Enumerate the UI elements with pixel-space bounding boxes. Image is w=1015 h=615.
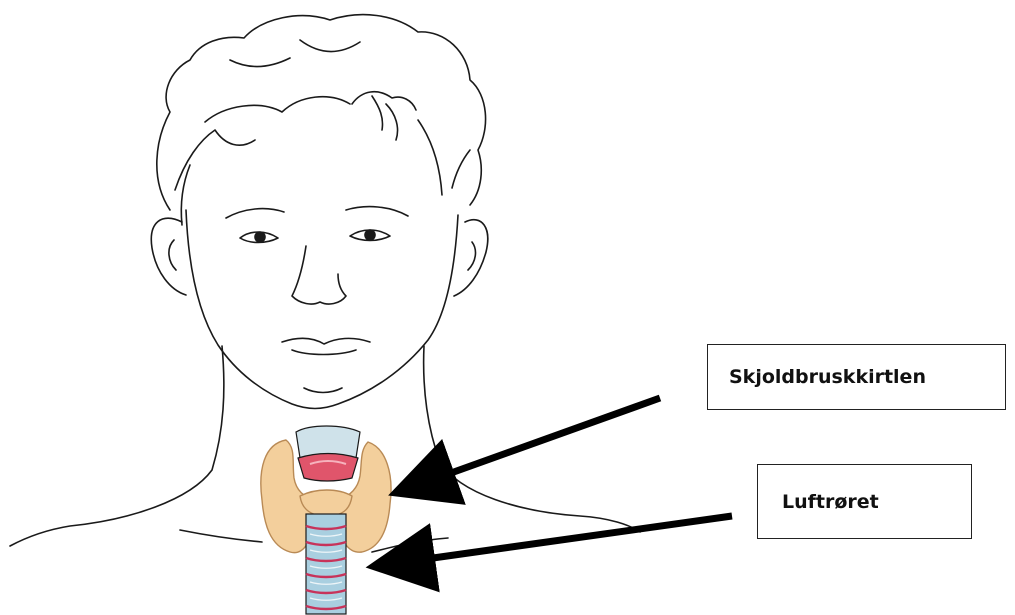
larynx <box>296 426 360 481</box>
trachea-label-box: Luftrøret <box>757 464 972 539</box>
thyroid-label-box: Skjoldbruskkirtlen <box>707 344 1006 410</box>
thyroid-pointer-arrow <box>398 398 660 492</box>
trachea-pointer-arrow <box>376 516 732 566</box>
ears <box>151 218 487 296</box>
thyroid-label: Skjoldbruskkirtlen <box>729 366 926 388</box>
trachea <box>306 514 346 614</box>
hair <box>157 15 486 225</box>
face <box>186 207 458 409</box>
trachea-label: Luftrøret <box>782 491 879 513</box>
